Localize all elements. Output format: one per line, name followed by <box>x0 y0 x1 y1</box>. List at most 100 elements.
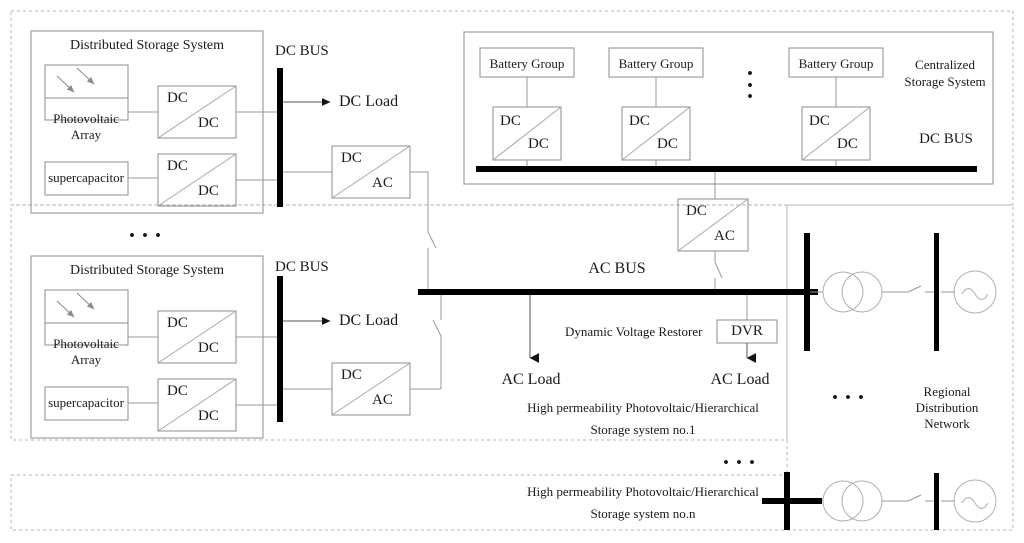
distributed-storage-system-2 <box>30 255 280 439</box>
css-grid-inverter-slash <box>677 198 749 252</box>
feeder2-disconnect-switch <box>907 494 922 502</box>
css-converter-out-2: DC <box>657 136 678 152</box>
panel-borders <box>10 10 1014 531</box>
dss1-pv-label-line1: Photovoltaic <box>53 111 119 126</box>
dss2-pv-label-line2: Array <box>70 352 102 367</box>
dss2-disconnect-switch <box>432 319 442 337</box>
css-converter-out-3: DC <box>837 136 858 152</box>
dss1-converter-pv-out: DC <box>198 115 219 131</box>
distributed-storage-system-1 <box>30 30 280 214</box>
dss1-frame <box>30 30 264 214</box>
dss1-wires <box>128 111 280 181</box>
panel-regional-network <box>786 204 1014 531</box>
regional-network-line2: Distribution <box>915 400 979 415</box>
css-grid-inverter-in: DC <box>686 203 707 219</box>
panel-system-no1 <box>10 10 1014 206</box>
sunlight-arrows-icon <box>56 292 95 318</box>
css-grid-inverter <box>677 198 749 252</box>
css-converter-in-1: DC <box>500 113 521 129</box>
centralized-storage-title-line2: Storage System <box>904 74 986 89</box>
dss2-converter-sc-slash <box>157 378 237 432</box>
transformer-2 <box>822 480 883 522</box>
battery-group-label-2: Battery Group <box>618 56 694 71</box>
ac-load-label-2: AC Load <box>710 371 770 388</box>
dss1-inverter-slash <box>331 145 411 199</box>
dss2-wires <box>128 336 280 406</box>
dss1-converter-sc-out: DC <box>198 183 219 199</box>
dss2-converter-pv-slash <box>157 310 237 364</box>
ac-source-1 <box>953 270 997 314</box>
dss2-converter-pv-out: DC <box>198 340 219 356</box>
feeder1-disconnect-switch <box>907 285 922 293</box>
dc-bus-label-1: DC BUS <box>275 43 329 59</box>
dss2-pv-label-line1: Photovoltaic <box>53 336 119 351</box>
system-non-caption-line1: High permeability Photovoltaic/Hierarchi… <box>527 484 759 499</box>
battery-group-vertical-ellipsis: • • • <box>747 66 753 106</box>
pcc-bus-bar-1 <box>804 233 810 351</box>
dss1-inverter-wires <box>283 171 437 292</box>
dss1-pv-array-box <box>44 64 129 121</box>
transformer-1 <box>822 271 883 313</box>
panel-system-non <box>10 474 788 531</box>
ellipsis-dot: • <box>747 66 753 82</box>
regional-network-line1: Regional <box>923 384 971 399</box>
dss2-inverter-out: AC <box>372 392 393 408</box>
sunlight-arrows-icon <box>56 67 95 93</box>
css-converter-in-3: DC <box>809 113 830 129</box>
feeder-ellipsis: • • • <box>832 390 866 406</box>
dss1-supercapacitor-label: supercapacitor <box>48 170 124 185</box>
dss1-inverter-out: AC <box>372 175 393 191</box>
css-grid-inverter-out: AC <box>714 228 735 244</box>
dss2-pv-array-box <box>44 289 129 346</box>
dss1-pv-label-line2: Array <box>70 127 102 142</box>
ellipsis-dot: • <box>747 77 753 94</box>
system-no1-caption-line1: High permeability Photovoltaic/Hierarchi… <box>527 400 759 415</box>
dc-load-label-2: DC Load <box>339 312 399 329</box>
dss2-converter-sc-out: DC <box>198 408 219 424</box>
dss2-inverter-slash <box>331 362 411 416</box>
ac-source-2 <box>953 479 997 523</box>
sine-wave-icon <box>961 497 989 509</box>
centralized-dc-bus-label: DC BUS <box>919 131 973 147</box>
ac-load-label-1: AC Load <box>501 371 561 388</box>
dss1-converter-pv-slash <box>157 85 237 139</box>
centralized-storage-title-line1: Centralized <box>915 57 975 72</box>
css-grid-inverter-wires <box>714 251 723 292</box>
panel-system-no1-lower <box>10 204 788 441</box>
css-converter-slash-1 <box>492 106 562 161</box>
battery-group-label-3: Battery Group <box>798 56 874 71</box>
grid-bus-bar-1 <box>934 233 939 351</box>
dss2-inverter-wires <box>283 295 442 390</box>
dss1-converter-sc-in: DC <box>167 158 188 174</box>
system-non-caption-line2: Storage system no.n <box>590 506 696 521</box>
ellipsis-dot: • <box>747 89 753 106</box>
regional-network-line3: Network <box>924 416 970 431</box>
css-converter-slash-2 <box>621 106 691 161</box>
sine-wave-icon <box>961 288 989 300</box>
css-converter-out-1: DC <box>528 136 549 152</box>
dc-load-label-1: DC Load <box>339 93 399 110</box>
ac-bus-label: AC BUS <box>588 260 646 277</box>
dss2-converter-sc-in: DC <box>167 383 188 399</box>
dss2-title: Distributed Storage System <box>70 263 224 278</box>
dss1-inverter-in: DC <box>341 150 362 166</box>
dss2-frame <box>30 255 264 439</box>
dss1-converter-sc-slash <box>157 153 237 207</box>
ac-bus-bar <box>418 289 818 295</box>
dss1-converter-pv-in: DC <box>167 90 188 106</box>
css-converter-slash-3 <box>801 106 871 161</box>
dss-ellipsis: • • • <box>129 228 163 244</box>
dss2-converter-pv-in: DC <box>167 315 188 331</box>
system-ellipsis: • • • <box>723 455 757 471</box>
dvr-label: DVR <box>731 323 763 339</box>
centralized-storage-system <box>463 31 994 185</box>
dss2-supercapacitor-label: supercapacitor <box>48 395 124 410</box>
css-disconnect-switch <box>714 261 723 279</box>
ac-bus-bar-n <box>762 498 822 504</box>
dss1-disconnect-switch <box>427 231 437 249</box>
dvr-caption: Dynamic Voltage Restorer <box>565 324 703 339</box>
centralized-dc-bus-bar <box>476 166 977 172</box>
dc-bus-label-2: DC BUS <box>275 259 329 275</box>
